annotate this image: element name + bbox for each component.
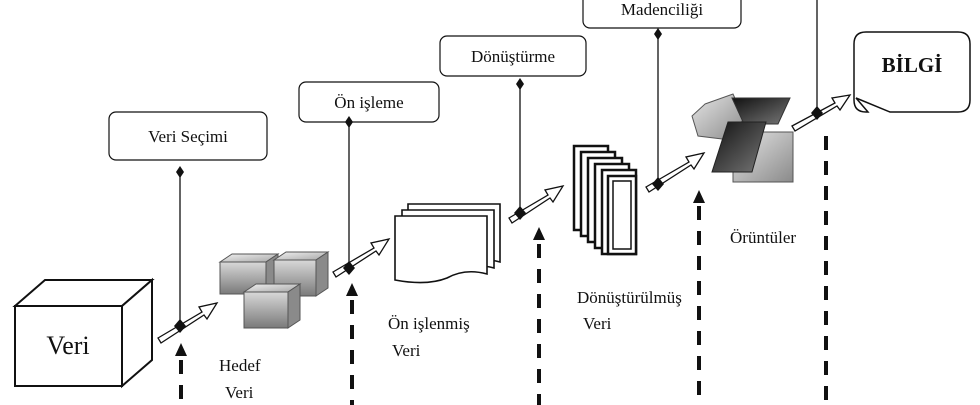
- flow-arrow-2: [332, 238, 391, 278]
- arrow-junction-diamonds: [174, 106, 823, 333]
- flow-arrow-1: [157, 302, 219, 344]
- step-box-madenciligi: Madenciliği: [582, 0, 742, 29]
- donusturulmus-veri-label-line1: Dönüştürülmüş: [577, 288, 682, 307]
- bilgi-speech-bubble: [853, 31, 971, 113]
- step-box-veri-secimi: Veri Seçimi: [108, 111, 268, 161]
- hedef-veri-cubes-icon: [218, 251, 330, 329]
- connector-dots: [176, 28, 662, 178]
- hedef-veri-label-line2: Veri: [225, 383, 254, 402]
- on-islenmis-veri-documents-icon: [394, 203, 501, 284]
- veri-box: Veri: [12, 277, 155, 389]
- veri-label: Veri: [46, 331, 89, 360]
- step-box-on-isleme: Ön işleme: [298, 81, 440, 123]
- step-box-donusturme: Dönüştürme: [439, 35, 587, 77]
- connector-lines: [179, 0, 818, 326]
- step-label-madenciligi: Madenciliği: [621, 0, 703, 19]
- step-label-veri-secimi: Veri Seçimi: [148, 127, 228, 146]
- hedef-veri-label-line1: Hedef: [219, 356, 261, 375]
- on-islenmis-veri-label-line2: Veri: [392, 341, 421, 360]
- oruntuler-label: Örüntüler: [730, 228, 796, 247]
- oruntuler-shapes-icon: [691, 93, 794, 183]
- donusturulmus-veri-frames-icon: [572, 144, 638, 256]
- feedback-arrowheads: [175, 190, 705, 356]
- on-islenmis-veri-label-line1: Ön işlenmiş: [388, 314, 470, 333]
- bilgi-label: BİLGİ: [882, 53, 943, 77]
- step-label-on-isleme: Ön işleme: [334, 93, 403, 112]
- feedback-dashed-lines: [179, 136, 828, 405]
- step-label-donusturme: Dönüştürme: [471, 47, 555, 66]
- donusturulmus-veri-label-line2: Veri: [583, 314, 612, 333]
- flow-arrow-3: [508, 185, 565, 224]
